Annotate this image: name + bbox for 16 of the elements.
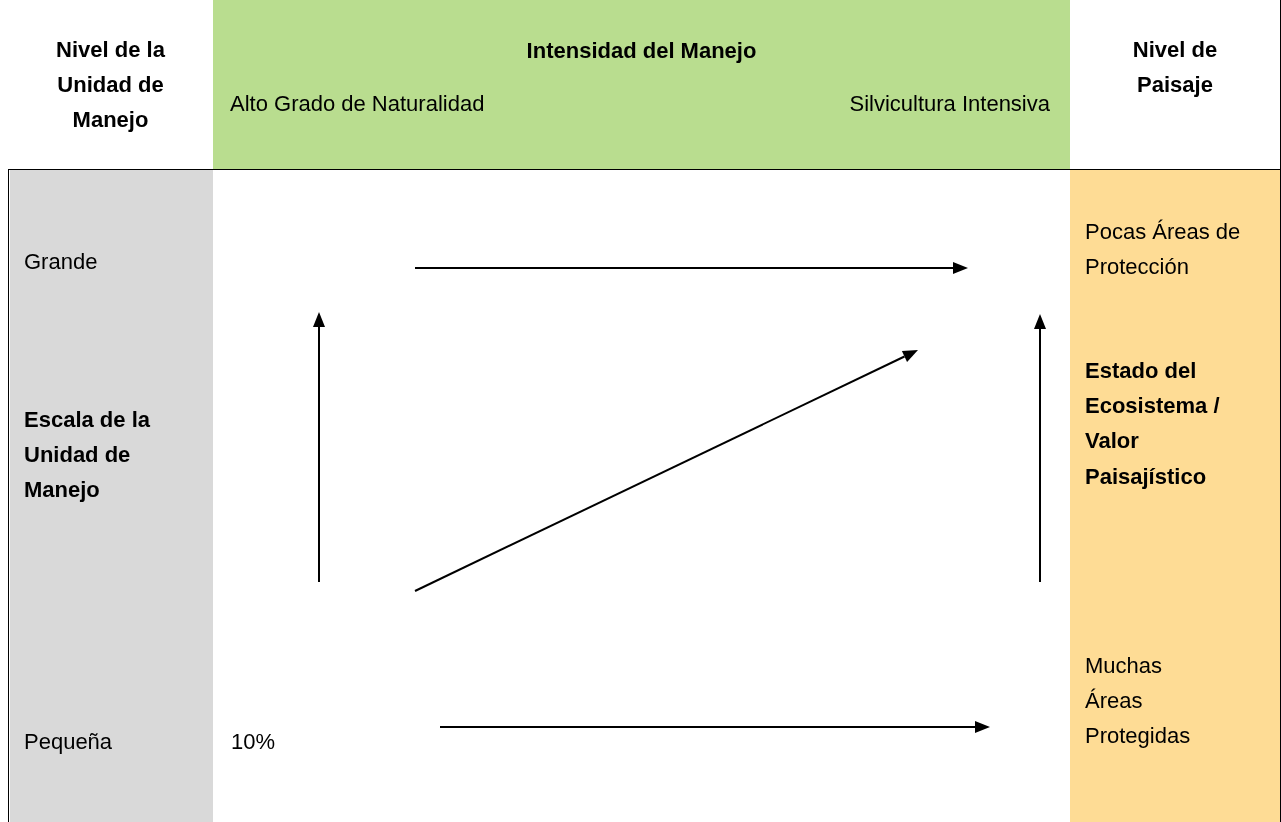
side-band — [1070, 170, 1280, 822]
scale-label: Grande — [24, 248, 98, 276]
scale-label: Pequeña — [24, 728, 113, 756]
header-text: Nivel de la Unidad de Manejo — [55, 36, 166, 135]
axis-title: Escala de la Unidad de Manejo — [24, 406, 151, 505]
scale-label: Pocas Áreas de Protección — [1085, 218, 1242, 282]
header-band — [213, 0, 1070, 169]
percentage-label: 10% — [231, 728, 276, 756]
scale-end-label: Silvicultura Intensiva — [849, 90, 1050, 118]
side-band — [10, 170, 213, 822]
scale-label: Muchas Áreas Protegidas — [1085, 652, 1192, 751]
header-text: Intensidad del Manejo — [525, 37, 758, 65]
header-text: Nivel de Paisaje — [1131, 36, 1219, 100]
header-cell — [8, 0, 213, 169]
axis-title: Estado del Ecosistema / Valor Paisajístico — [1085, 357, 1221, 491]
scale-end-label: Alto Grado de Naturalidad — [230, 90, 485, 118]
